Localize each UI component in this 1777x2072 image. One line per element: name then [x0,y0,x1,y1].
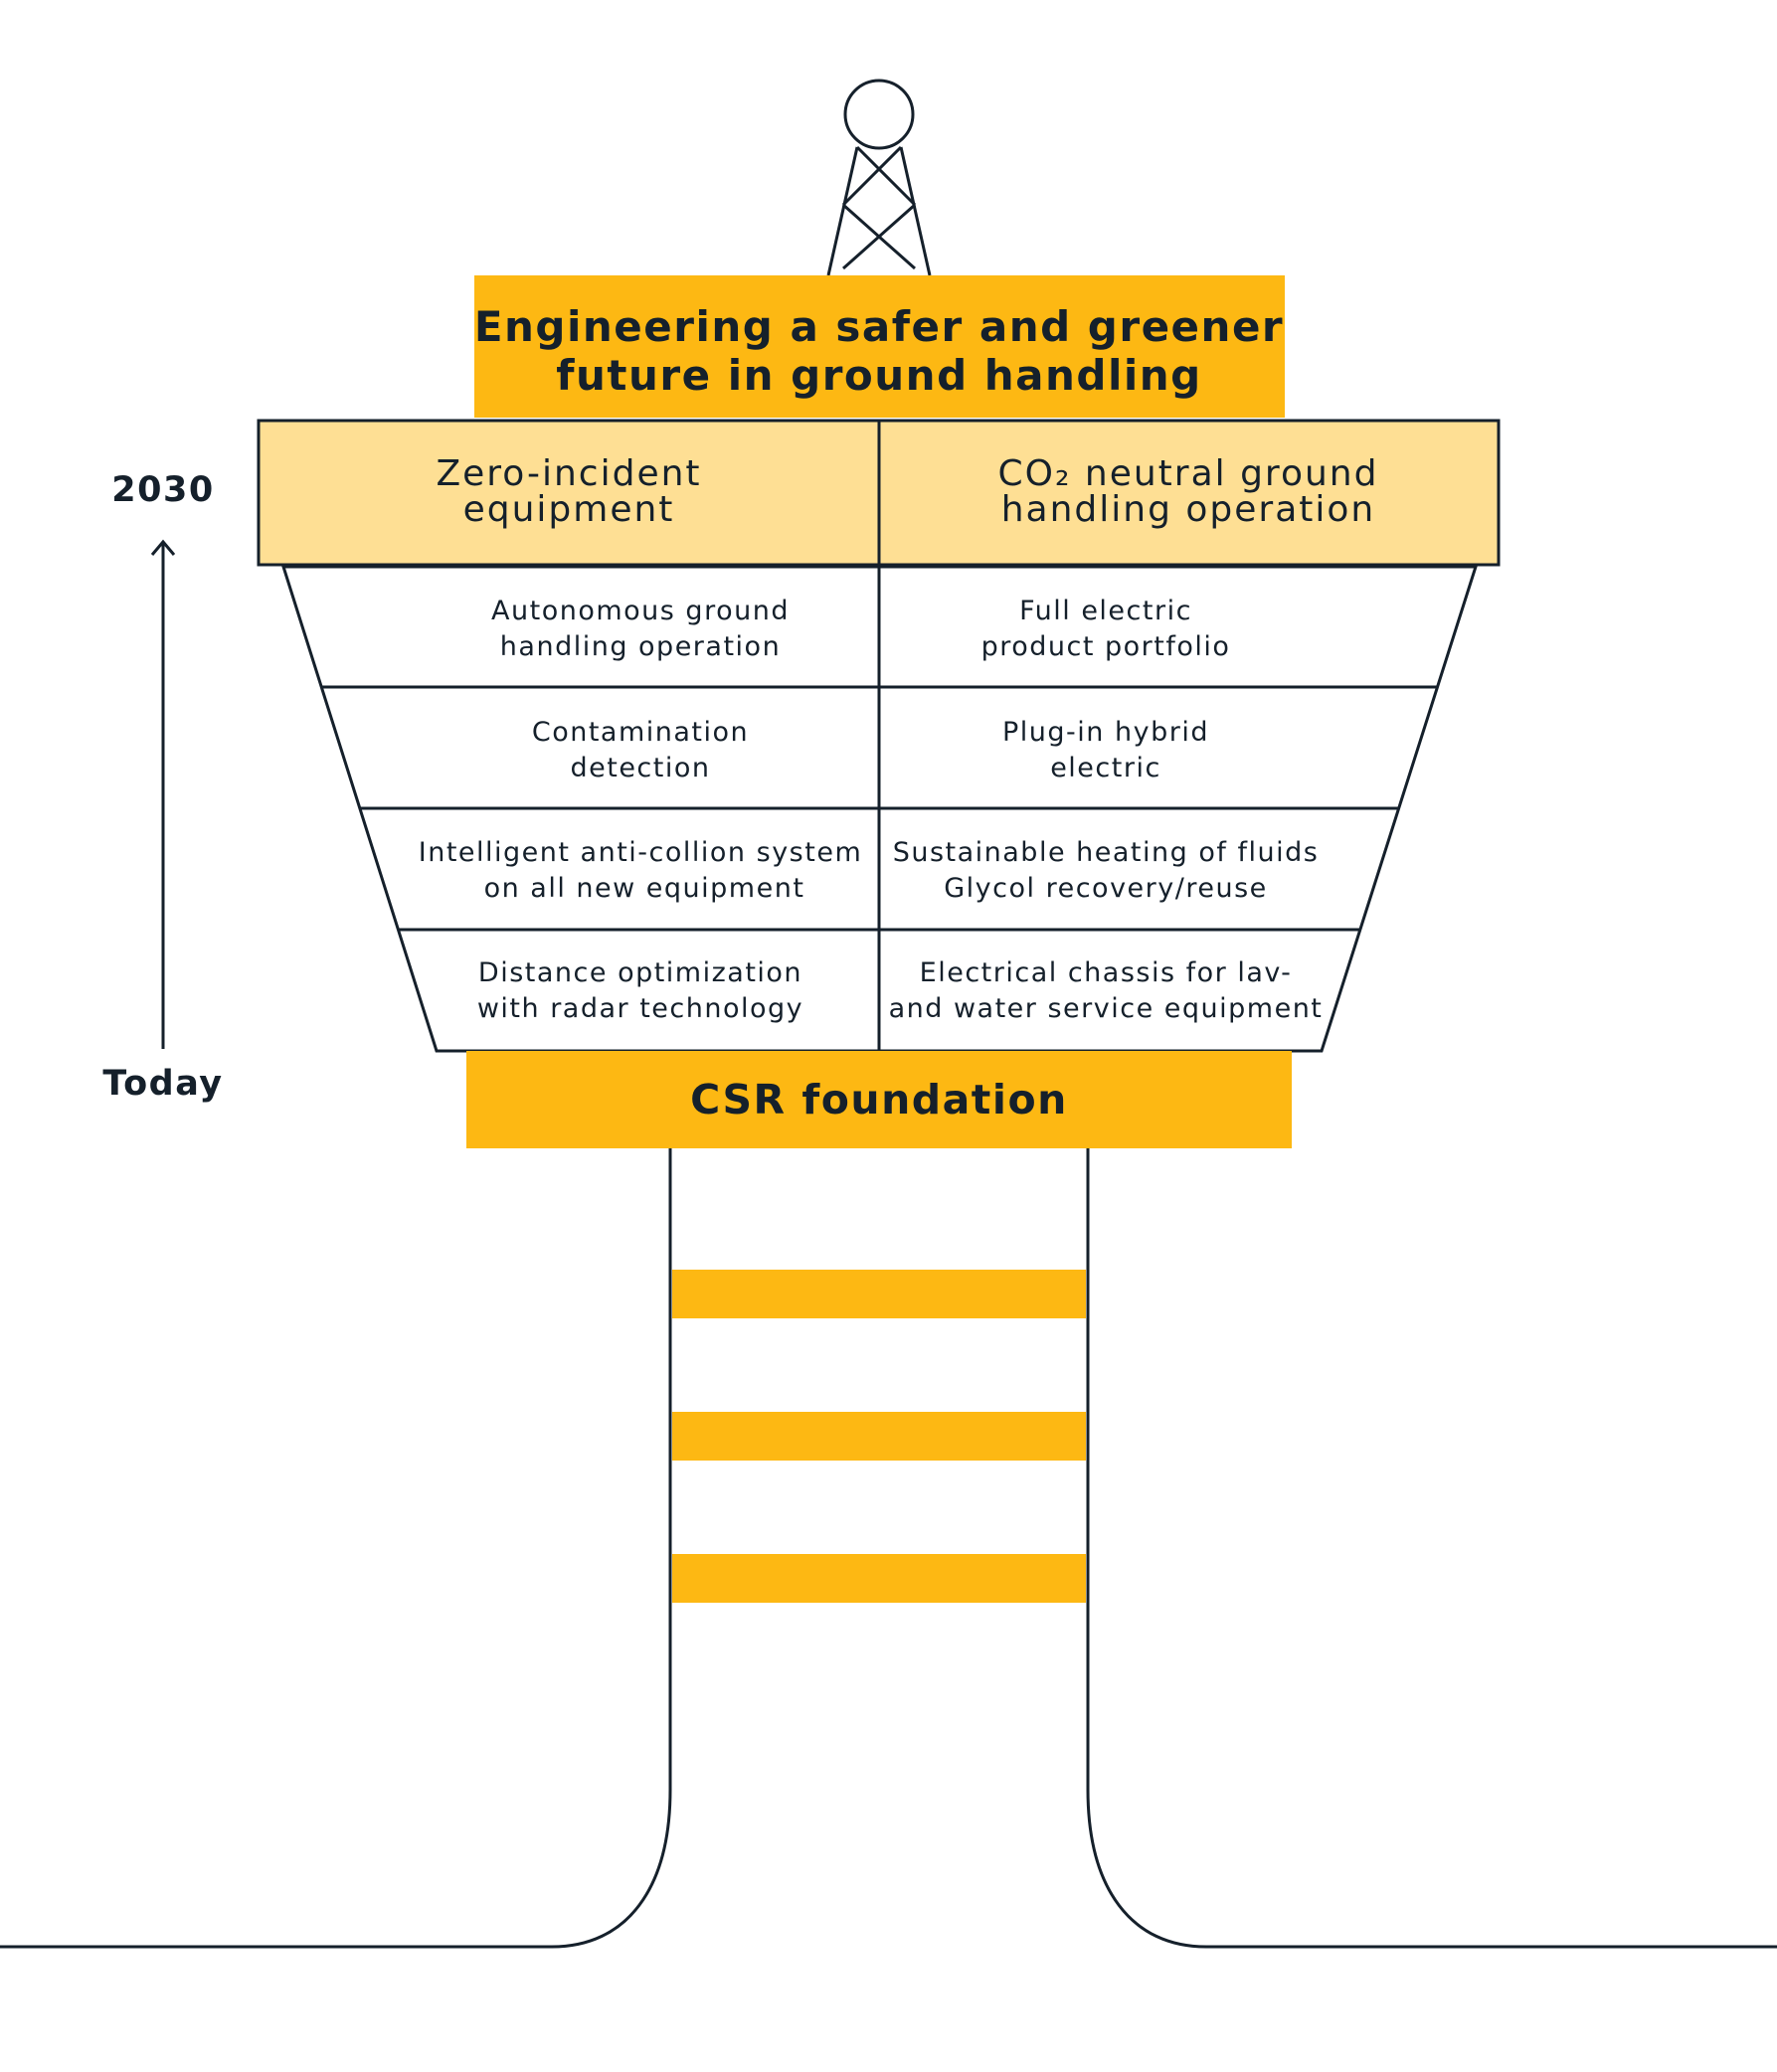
item-plug-in-line-1: Plug-in hybrid [1002,717,1209,748]
item-anti-collision-line-2: on all new equipment [484,873,805,904]
item-distance-line-2: with radar technology [477,993,803,1024]
item-distance-line-1: Distance optimization [478,957,802,988]
up-arrow-icon [150,539,176,1049]
antenna-tower-icon [826,79,932,276]
foundation-box [466,1051,1292,1148]
axis-label-today: Today [102,1064,223,1104]
item-heating-line-2: Glycol recovery/reuse [944,873,1268,904]
shaft-stripe-1 [672,1270,1086,1318]
shaft-stripe-3 [672,1554,1086,1603]
tower-cab-outline [280,565,1479,1053]
column-heading-left-line-2: equipment [463,489,675,530]
item-chassis-line-1: Electrical chassis for lav- [920,957,1293,988]
shaft-stripe-2 [672,1412,1086,1461]
foundation-label: CSR foundation [690,1076,1068,1123]
item-full-electric-line-1: Full electric [1019,596,1192,626]
item-chassis-line-2: and water service equipment [889,993,1324,1024]
item-contamination-line-2: detection [570,753,710,783]
item-heating-line-1: Sustainable heating of fluids [893,837,1320,868]
item-plug-in-line-2: electric [1050,753,1161,783]
column-heading-left-line-1: Zero-incident [436,453,701,494]
tower-shaft [0,1148,1777,1949]
title-line-2: future in ground handling [556,351,1201,400]
item-full-electric-line-2: product portfolio [981,631,1231,662]
column-heading-right-line-2: handling operation [1001,489,1376,530]
column-heading-right-line-1: CO₂ neutral ground [998,453,1379,494]
title-line-1: Engineering a safer and greener [474,302,1284,351]
axis-label-2030: 2030 [111,470,214,510]
title-box [474,275,1285,418]
item-autonomous-line-2: handling operation [500,631,781,662]
item-anti-collision-line-1: Intelligent anti-collion system [419,837,863,868]
item-contamination-line-1: Contamination [532,717,749,748]
item-autonomous-line-1: Autonomous ground [491,596,790,626]
